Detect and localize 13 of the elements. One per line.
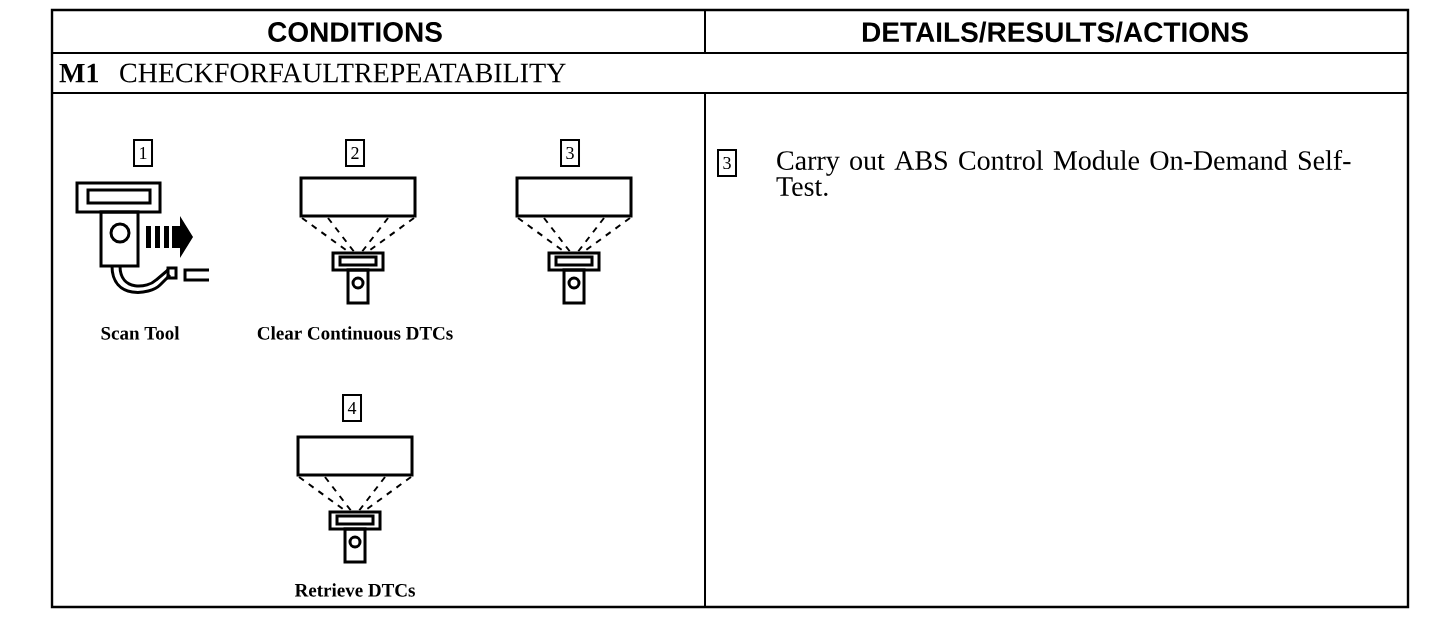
step-number-box: 4 [342, 394, 362, 422]
tool-caption: Scan Tool [101, 326, 180, 340]
instruction-text: Carry out ABS Control Module On-Demand Self-Test. [776, 150, 1351, 197]
column-heading: DETAILS/RESULTS/ACTIONS [862, 21, 1248, 43]
step-number-box: 3 [717, 149, 737, 177]
column-heading: CONDITIONS [268, 22, 442, 42]
step-number-box: 1 [133, 139, 153, 167]
tool-caption: Clear Continuous DTCs [257, 326, 453, 340]
step-number-box: 3 [560, 139, 580, 167]
step-title: CHECKFORFAULTREPEATABILITY [120, 63, 566, 83]
step-code: M1 [59, 63, 98, 83]
tool-caption: Retrieve DTCs [294, 583, 415, 597]
step-number-box: 2 [345, 139, 365, 167]
